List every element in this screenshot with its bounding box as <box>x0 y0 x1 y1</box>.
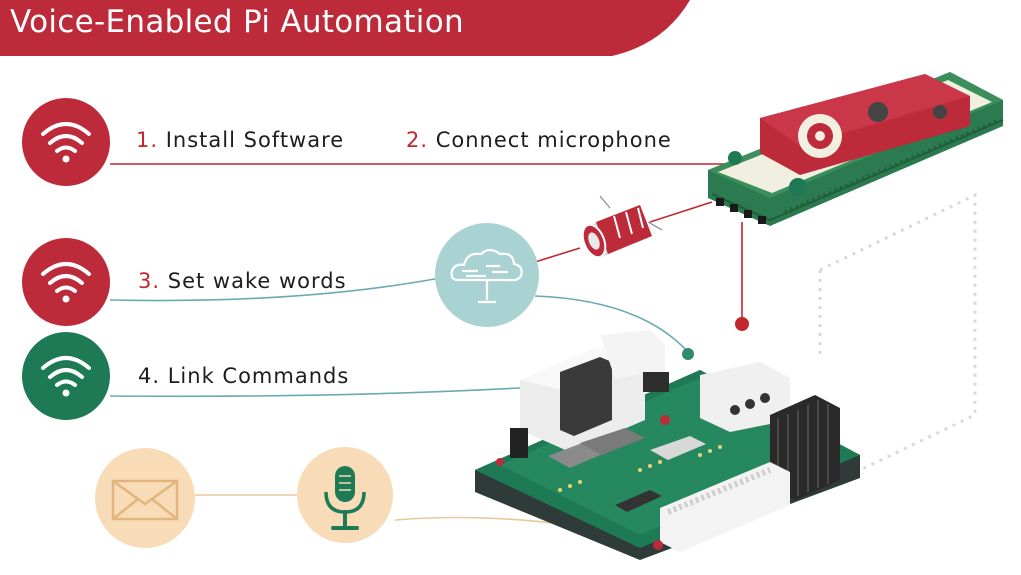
connector-line-4 <box>109 387 521 398</box>
step-3-label: Set wake words <box>167 269 347 293</box>
step-2-number: 2. <box>406 128 429 152</box>
step-1-number: 1. <box>136 128 159 152</box>
dotted-outline <box>818 192 977 472</box>
step-3-number: 3. <box>138 269 161 293</box>
microphone-module <box>581 195 663 259</box>
envelope-circle <box>95 448 195 548</box>
envelope-icon <box>111 479 179 521</box>
step-4-number: 4. <box>138 364 161 388</box>
wifi-icon <box>41 356 91 387</box>
step-3: 3. Set wake words <box>138 269 347 293</box>
cloud-icon <box>450 248 523 304</box>
wifi-icon <box>41 122 91 153</box>
connector-line-cloud-mic <box>534 247 581 263</box>
page-title: Voice-Enabled Pi Automation <box>10 4 464 40</box>
step-4-label: Link Commands <box>167 364 350 388</box>
microphone-icon <box>324 466 366 530</box>
wifi-circle-3 <box>22 238 110 326</box>
step-4: 4. Link Commands <box>138 364 349 388</box>
cloud-circle <box>435 223 539 327</box>
step-2-label: Connect microphone <box>435 128 672 152</box>
connector-line-cloud-board <box>534 295 689 353</box>
step-1-label: Install Software <box>165 128 345 152</box>
usb-board <box>708 72 1004 226</box>
step-2: 2. Connect microphone <box>406 128 672 152</box>
wifi-icon <box>41 262 91 293</box>
wifi-circle-4 <box>22 332 110 420</box>
raspberry-pi-board <box>475 330 860 560</box>
connector-dot-teal <box>682 348 694 360</box>
step-1: 1. Install Software <box>136 128 344 152</box>
title-banner <box>0 0 690 56</box>
connector-line-3 <box>109 277 441 302</box>
connector-line-mic-usb <box>649 201 713 223</box>
wifi-circle-1 <box>22 98 110 186</box>
microphone-circle <box>297 447 393 543</box>
connector-dot <box>735 317 749 331</box>
